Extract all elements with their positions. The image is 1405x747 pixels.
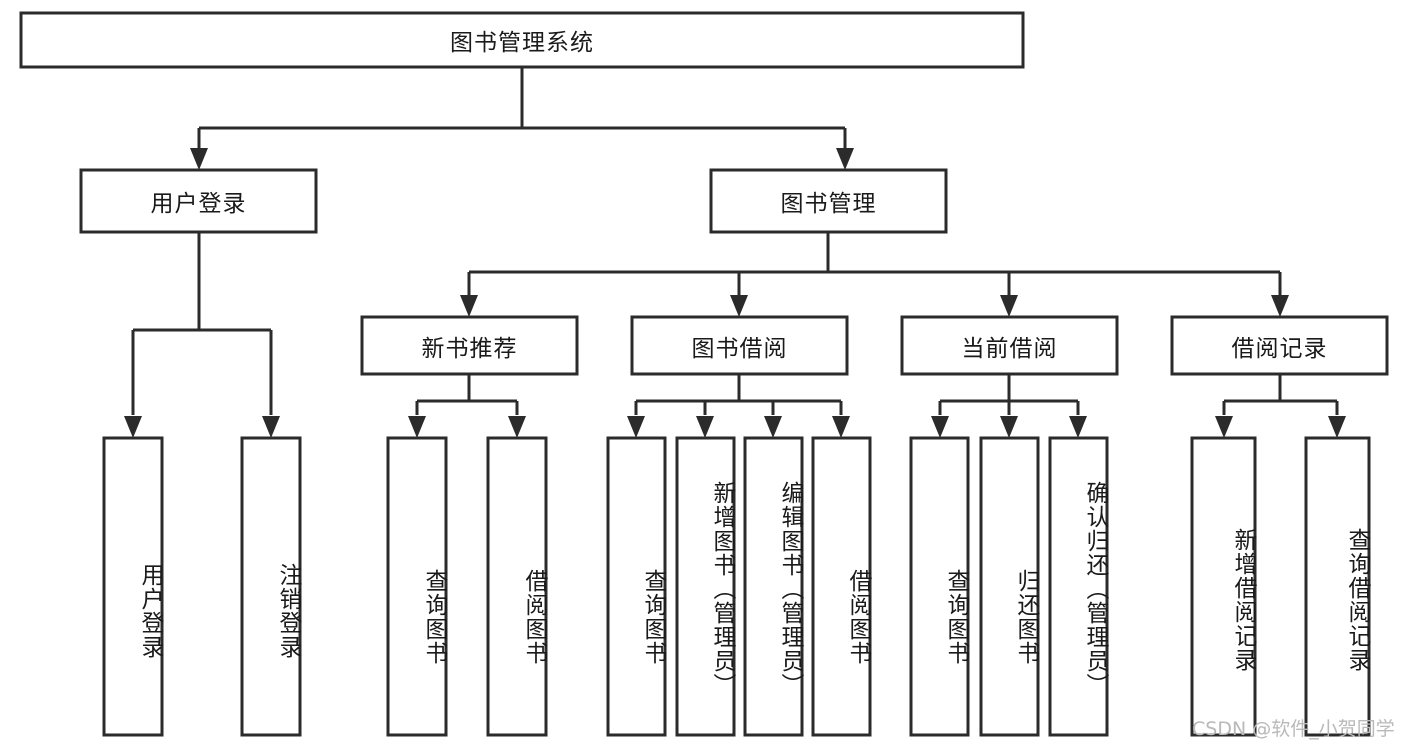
arrowhead-leaf-2-2 [508,416,526,438]
arrowhead-to-user-login [190,148,208,170]
arrowhead-leaf-3-3 [764,416,782,438]
connector-root-to-level1 [190,67,854,170]
leaf-box-query-book-2[interactable] [606,436,667,737]
arrowhead-leaf-5-1 [1215,416,1233,438]
node-current-borrow-box[interactable] [900,315,1119,376]
leaf-box-add-borrow-record[interactable] [1190,436,1257,737]
leaf-box-logout[interactable] [240,436,302,737]
watermark-text: CSDN @软件_小贺同学 [1192,718,1395,740]
leaf-box-borrow-book-2[interactable] [811,436,872,737]
arrowhead-leaf-3-1 [627,416,645,438]
connector-book-manage-to-level2 [460,232,1289,317]
arrowhead-to-borrow-record [1271,295,1289,317]
arrowhead-to-new-book [460,295,478,317]
connector-new-book-to-leaves [408,374,526,438]
leaf-box-edit-book-admin[interactable] [743,436,804,737]
arrowhead-leaf-5-2 [1328,416,1346,438]
connector-book-borrow-to-leaves [627,374,850,438]
leaf-box-confirm-return-admin[interactable] [1048,436,1109,737]
arrowhead-to-book-borrow [730,295,748,317]
arrowhead-leaf-4-3 [1069,416,1087,438]
connector-borrow-record-to-leaves [1215,374,1346,438]
leaf-box-query-book-1[interactable] [386,436,448,737]
arrowhead-leaf-3-4 [832,416,850,438]
leaf-box-query-book-3[interactable] [909,436,970,737]
arrowhead-to-current-borrow [1000,295,1018,317]
arrowhead-leaf-1-2 [262,416,280,438]
arrowhead-leaf-1-1 [124,416,142,438]
node-book-manage-box[interactable] [709,168,948,234]
leaf-box-borrow-book-1[interactable] [486,436,548,737]
arrowhead-to-book-manage [836,148,854,170]
connector-user-login-to-leaves [124,232,280,438]
leaf-box-user-login[interactable] [102,436,164,737]
leaf-box-query-borrow-record[interactable] [1304,436,1371,737]
arrowhead-leaf-4-1 [931,416,949,438]
node-book-borrow-box[interactable] [630,315,849,376]
arrowhead-leaf-3-2 [696,416,714,438]
node-user-login-box[interactable] [79,168,318,234]
node-new-book-recommend-box[interactable] [360,315,579,376]
leaf-box-add-book-admin[interactable] [675,436,736,737]
leaf-box-return-book[interactable] [979,436,1040,737]
arrowhead-leaf-2-1 [408,416,426,438]
connector-current-borrow-to-leaves [931,374,1087,438]
arrowhead-leaf-4-2 [1000,416,1018,438]
node-borrow-record-box[interactable] [1170,315,1389,376]
node-root-box[interactable] [19,11,1025,69]
